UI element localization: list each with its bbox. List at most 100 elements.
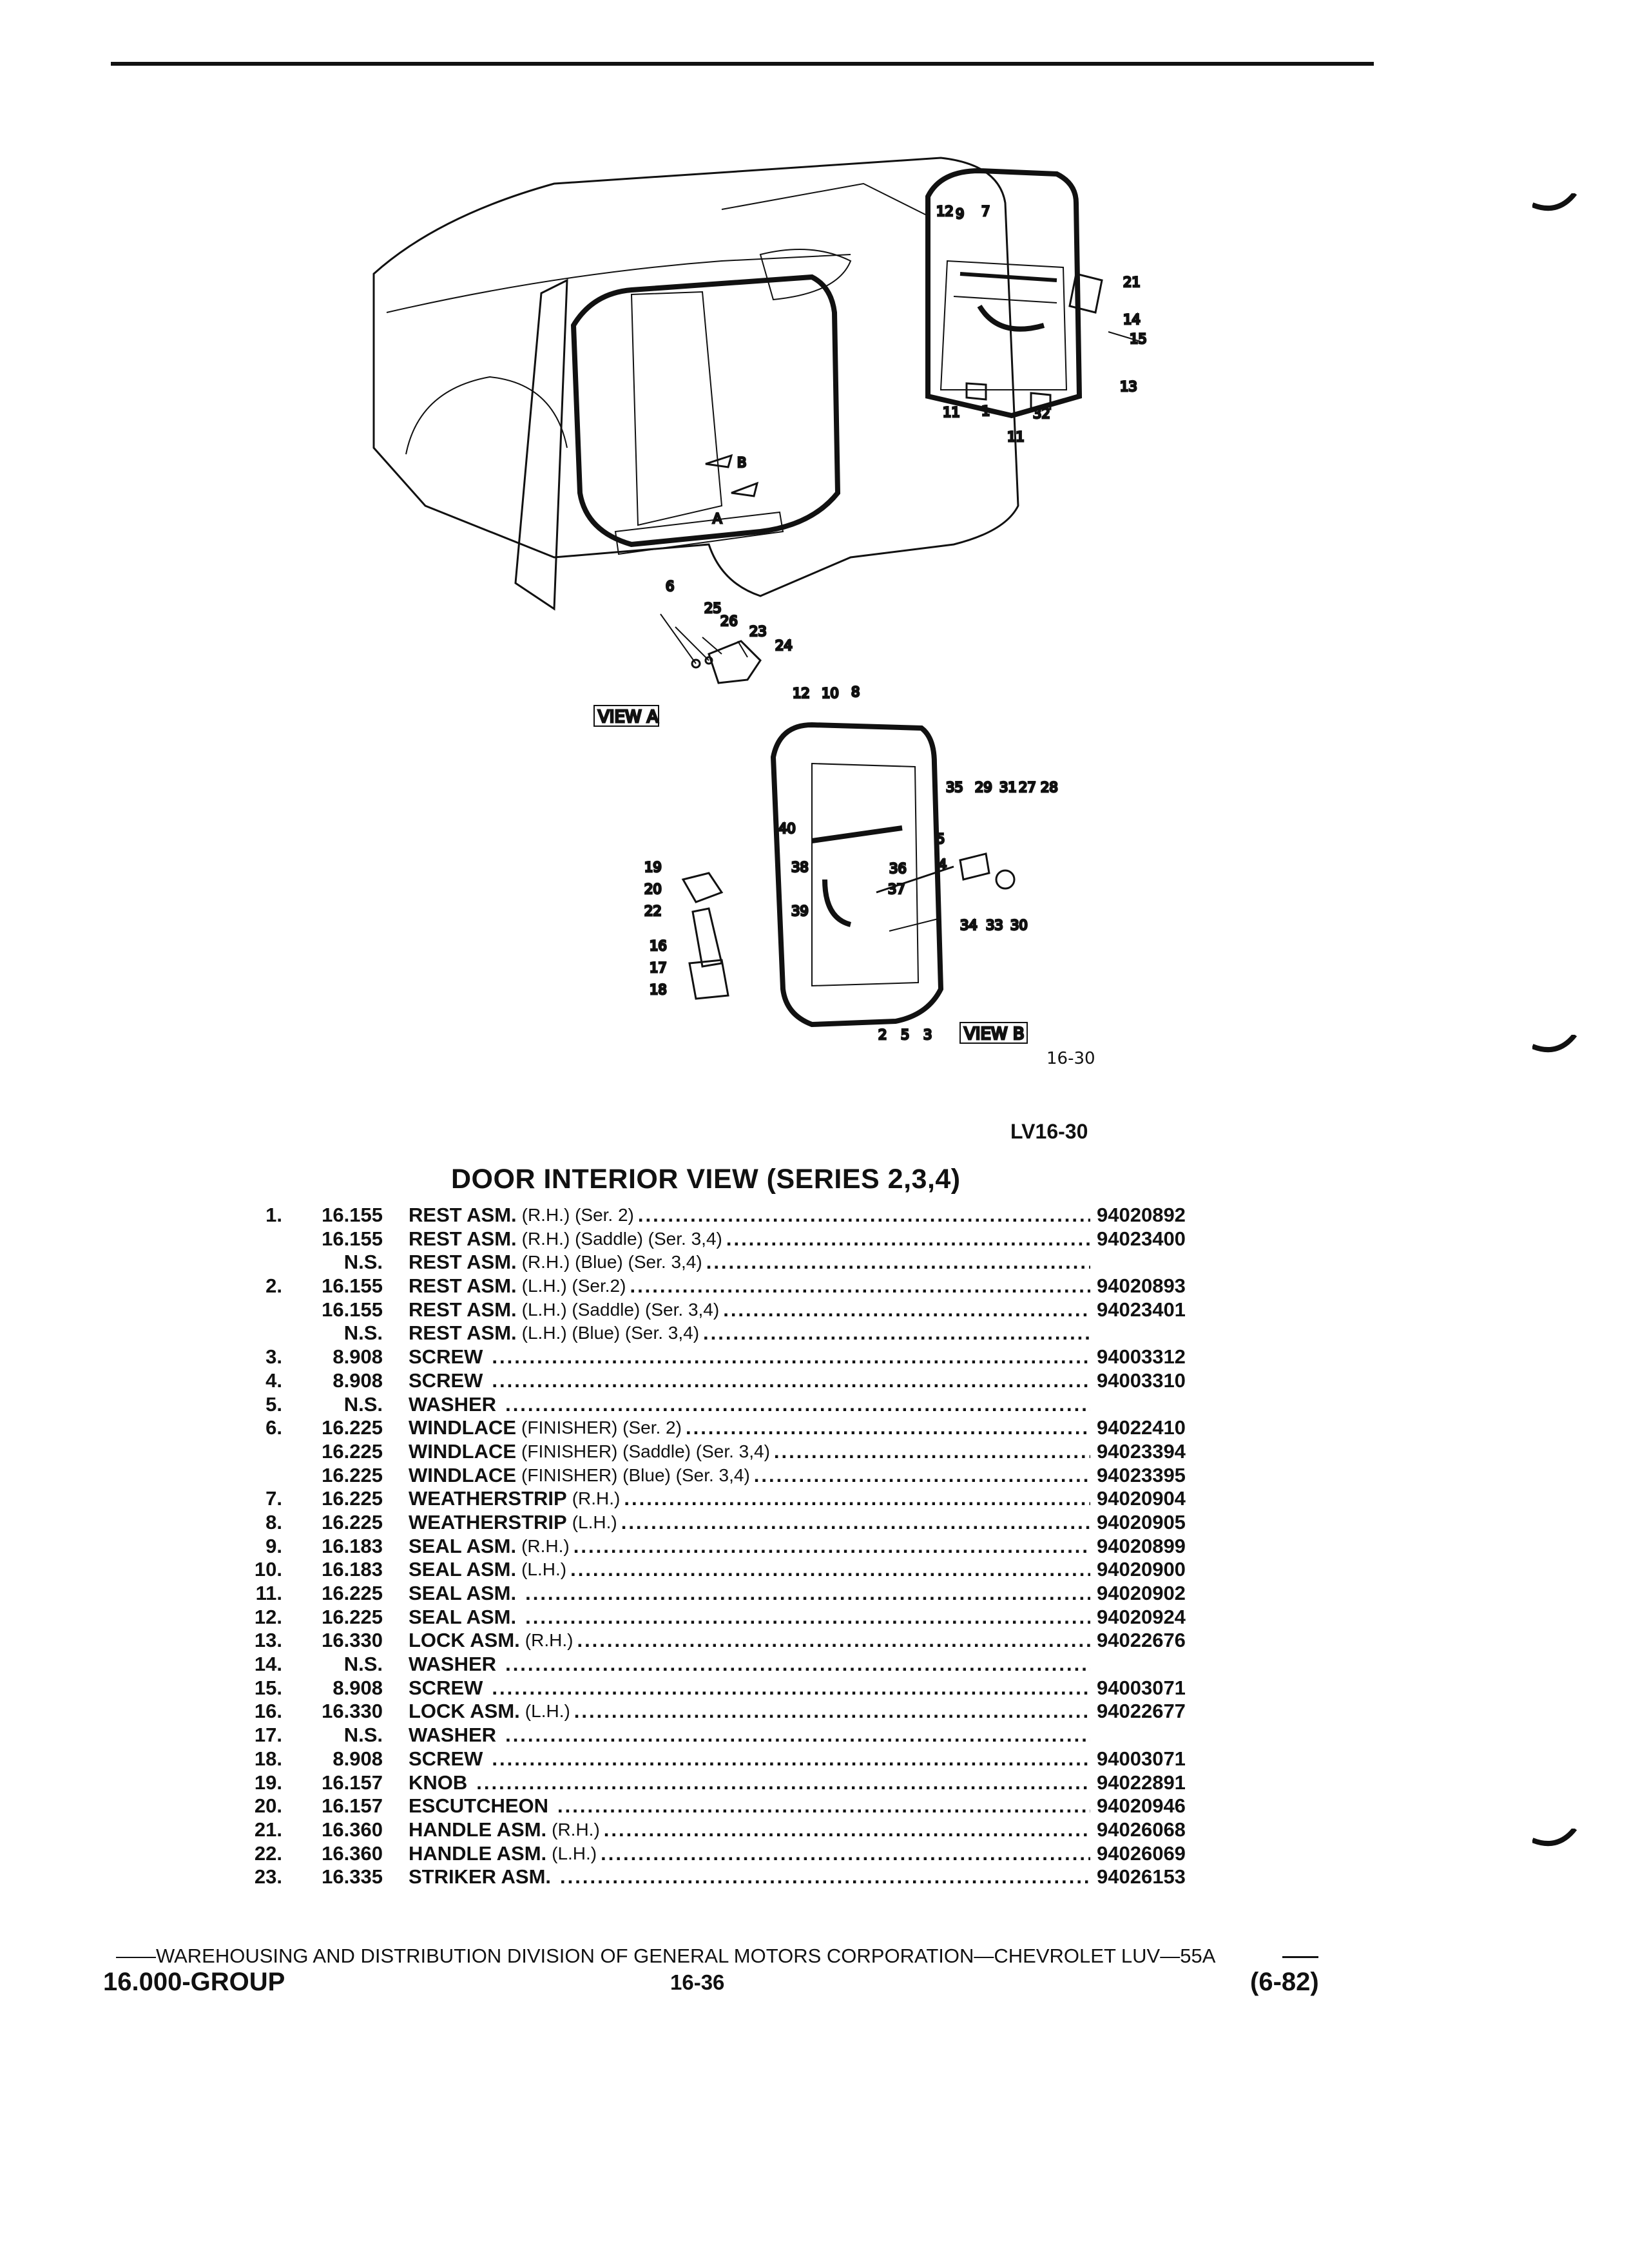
page-title: DOOR INTERIOR VIEW (SERIES 2,3,4) [451, 1164, 961, 1195]
part-qualifier: (R.H.) [572, 1488, 621, 1509]
group-number: N.S. [343, 1251, 383, 1274]
callout-22: 22 [644, 903, 662, 919]
callout-15: 15 [1130, 331, 1147, 347]
item-number: 12. [254, 1605, 282, 1628]
part-name: REST ASM. [409, 1298, 517, 1321]
part-name: WEATHERSTRIP [409, 1487, 567, 1510]
page-number: 16-36 [670, 1970, 725, 1994]
item-number: 16. [254, 1700, 282, 1723]
part-number: 94026069 [1097, 1841, 1186, 1865]
item-number: 7. [265, 1487, 282, 1510]
binder-mark-middle [1532, 1035, 1577, 1053]
group-number: 16.225 [322, 1416, 383, 1439]
part-name: LOCK ASM. [409, 1700, 520, 1723]
part-name: STRIKER ASM. [409, 1865, 552, 1888]
item-number: 3. [265, 1345, 282, 1369]
group-number: 16.155 [322, 1274, 383, 1298]
callout-27: 27 [1019, 780, 1036, 795]
item-number: 18. [254, 1747, 282, 1770]
item-number: 21. [254, 1818, 282, 1841]
callout-11b: 11 [1007, 429, 1025, 445]
item-number: 22. [254, 1841, 282, 1865]
part-name: SCREW [409, 1345, 483, 1369]
part-name: SCREW [409, 1369, 483, 1392]
part-description: SCREW...................................… [409, 1677, 1090, 1700]
callout-12a: 12 [936, 204, 954, 219]
group-number: 16.183 [322, 1558, 383, 1581]
callout-14: 14 [1123, 312, 1141, 327]
view-b-label: VIEW B [964, 1024, 1025, 1044]
callout-28: 28 [1041, 780, 1058, 795]
dot-leader: ........................................… [723, 1298, 1090, 1321]
dot-leader: ........................................… [492, 1676, 1090, 1699]
binder-mark-bottom [1532, 1829, 1577, 1847]
callout-38: 38 [791, 860, 809, 875]
callout-35: 35 [946, 780, 963, 795]
dot-leader: ........................................… [630, 1274, 1090, 1298]
group-number: 16.225 [322, 1582, 383, 1604]
group-number: 8.908 [333, 1345, 383, 1369]
group-number: 16.225 [322, 1463, 383, 1486]
callout-6: 6 [666, 579, 674, 594]
part-description: SCREW...................................… [409, 1369, 1090, 1392]
part-name: SEAL ASM. [409, 1605, 517, 1628]
callout-23: 23 [749, 624, 767, 639]
view-a-label: VIEW A [598, 707, 659, 727]
item-number: 14. [254, 1653, 282, 1676]
part-qualifier [483, 1747, 488, 1771]
lower-door-drawing [681, 722, 1016, 1028]
dot-leader: ........................................… [525, 1605, 1090, 1628]
part-description: WASHER..................................… [409, 1653, 1090, 1676]
part-description: WINDLACE(FINISHER) (Saddle) (Ser. 3,4)..… [409, 1440, 1090, 1463]
dot-leader: ........................................… [525, 1582, 1090, 1604]
part-qualifier: (R.H.) (Saddle) (Ser. 3,4) [521, 1228, 722, 1249]
dot-leader: ........................................… [476, 1771, 1090, 1794]
group-number: 16.225 [322, 1605, 383, 1628]
part-number: 94023401 [1097, 1298, 1186, 1321]
callout-labels: 12 9 7 21 14 15 13 11 1 32 11 B A 6 25 2… [644, 203, 1148, 1044]
group-number: N.S. [343, 1724, 383, 1747]
item-number: 11. [255, 1582, 282, 1604]
callout-34: 34 [960, 918, 978, 933]
callout-17: 17 [650, 960, 667, 975]
cab-body-drawing [372, 157, 1141, 611]
part-qualifier: (L.H.) (Ser.2) [521, 1276, 626, 1296]
part-description: REST ASM.(L.H.) (Blue) (Ser. 3,4).......… [409, 1321, 1090, 1345]
callout-a: A [713, 511, 722, 526]
part-name: KNOB [409, 1771, 468, 1794]
dot-leader: ........................................… [726, 1227, 1090, 1250]
part-number: 94022677 [1097, 1700, 1186, 1723]
part-description: REST ASM.(R.H.) (Blue) (Ser. 3,4).......… [409, 1251, 1090, 1274]
part-qualifier: (R.H.) [521, 1535, 570, 1556]
revision-date: (6-82) [1250, 1968, 1319, 1996]
part-description: HANDLE ASM.(L.H.).......................… [409, 1842, 1090, 1865]
part-name: REST ASM. [409, 1227, 517, 1250]
item-number: 19. [254, 1771, 282, 1794]
part-qualifier: (R.H.) [525, 1630, 574, 1651]
part-qualifier [496, 1724, 501, 1747]
dot-leader: ........................................… [753, 1463, 1090, 1486]
parts-row: N.S. REST ASM.(R.H.) (Blue) (Ser. 3,4)...… [250, 1251, 1223, 1274]
item-number: 5. [265, 1392, 282, 1416]
part-number: 94020902 [1097, 1582, 1186, 1604]
group-number: 8.908 [333, 1747, 383, 1770]
callout-32: 32 [1033, 406, 1050, 421]
part-qualifier: (L.H.) [521, 1559, 567, 1580]
part-qualifier [483, 1369, 488, 1392]
group-number: 8.908 [333, 1369, 383, 1392]
callout-40: 40 [778, 821, 796, 836]
part-number: 94026153 [1097, 1865, 1186, 1888]
part-number: 94003310 [1097, 1369, 1186, 1392]
view-a-striker-drawing [660, 613, 762, 684]
part-description: REST ASM.(R.H.) (Saddle) (Ser. 3,4).....… [409, 1227, 1090, 1251]
part-qualifier: (R.H.) [552, 1819, 600, 1840]
part-qualifier: (L.H.) [552, 1843, 597, 1863]
